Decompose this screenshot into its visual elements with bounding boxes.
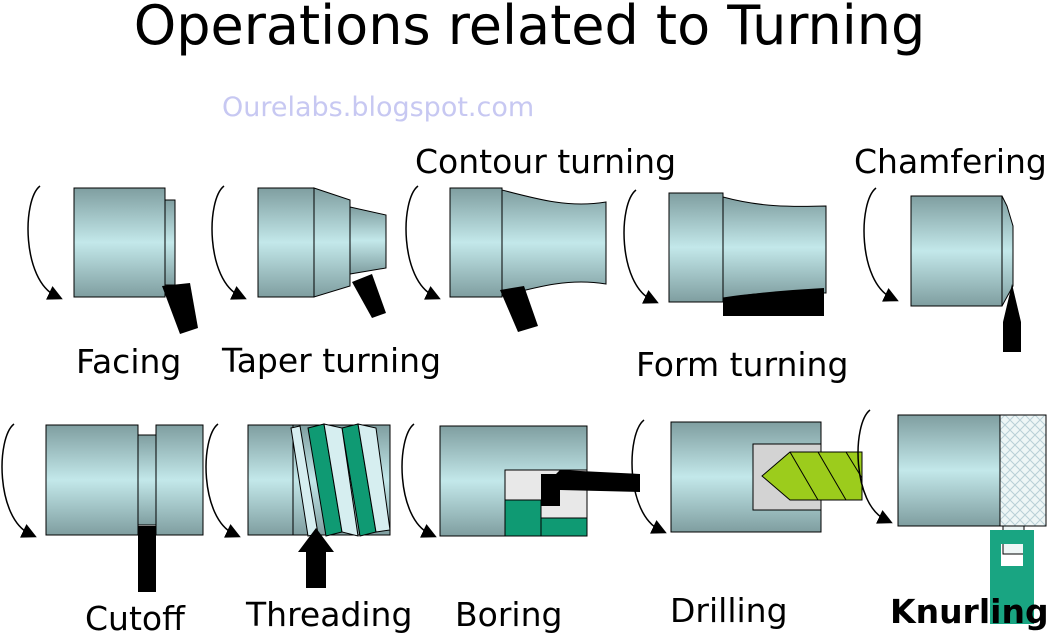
label-chamfering: Chamfering [854,142,1047,181]
rotation-arrow-icon [27,185,63,300]
rotation-arrow-icon [405,185,441,300]
drilling-figure [631,419,863,534]
cutting-tool [500,286,538,332]
cutoff-figure [1,423,204,592]
label-drilling: Drilling [670,591,788,630]
rotation-arrow-icon [211,185,247,300]
rotation-arrow-icon [863,187,899,302]
cutting-tool [1003,284,1021,352]
label-boring: Boring [455,595,563,634]
label-taper-turning: Taper turning [222,341,442,380]
taper-turning-figure [211,185,387,318]
rotation-arrow-icon [205,423,241,538]
watermark: Ourelabs.blogspot.com [222,92,535,123]
drill-bit [761,451,863,501]
knurling-tool [990,530,1034,624]
cutting-tool [138,526,156,592]
threading-figure [205,423,391,588]
label-cutoff: Cutoff [85,599,185,638]
rotation-arrow-icon [1,423,37,538]
knurling-figure [857,409,1047,624]
label-facing: Facing [76,342,182,381]
rotation-arrow-icon [623,189,659,304]
rotation-arrow-icon [631,419,667,534]
form-tool [723,288,824,316]
page-title: Operations related to Turning [133,0,926,57]
cutting-tool [162,283,198,334]
label-contour-turning: Contour turning [415,142,677,181]
label-knurling: Knurling [890,592,1049,631]
facing-figure [27,185,198,334]
cutting-tool [352,274,386,318]
contour-turning-figure [405,185,607,332]
boring-figure [401,423,640,538]
rotation-arrow-icon [401,423,437,538]
chamfering-figure [863,187,1021,352]
threading-tool [298,528,334,588]
label-form-turning: Form turning [636,345,849,384]
boring-tool [541,470,640,506]
label-threading: Threading [246,595,413,634]
rotation-arrow-icon [857,409,893,524]
form-turning-figure [623,189,827,316]
